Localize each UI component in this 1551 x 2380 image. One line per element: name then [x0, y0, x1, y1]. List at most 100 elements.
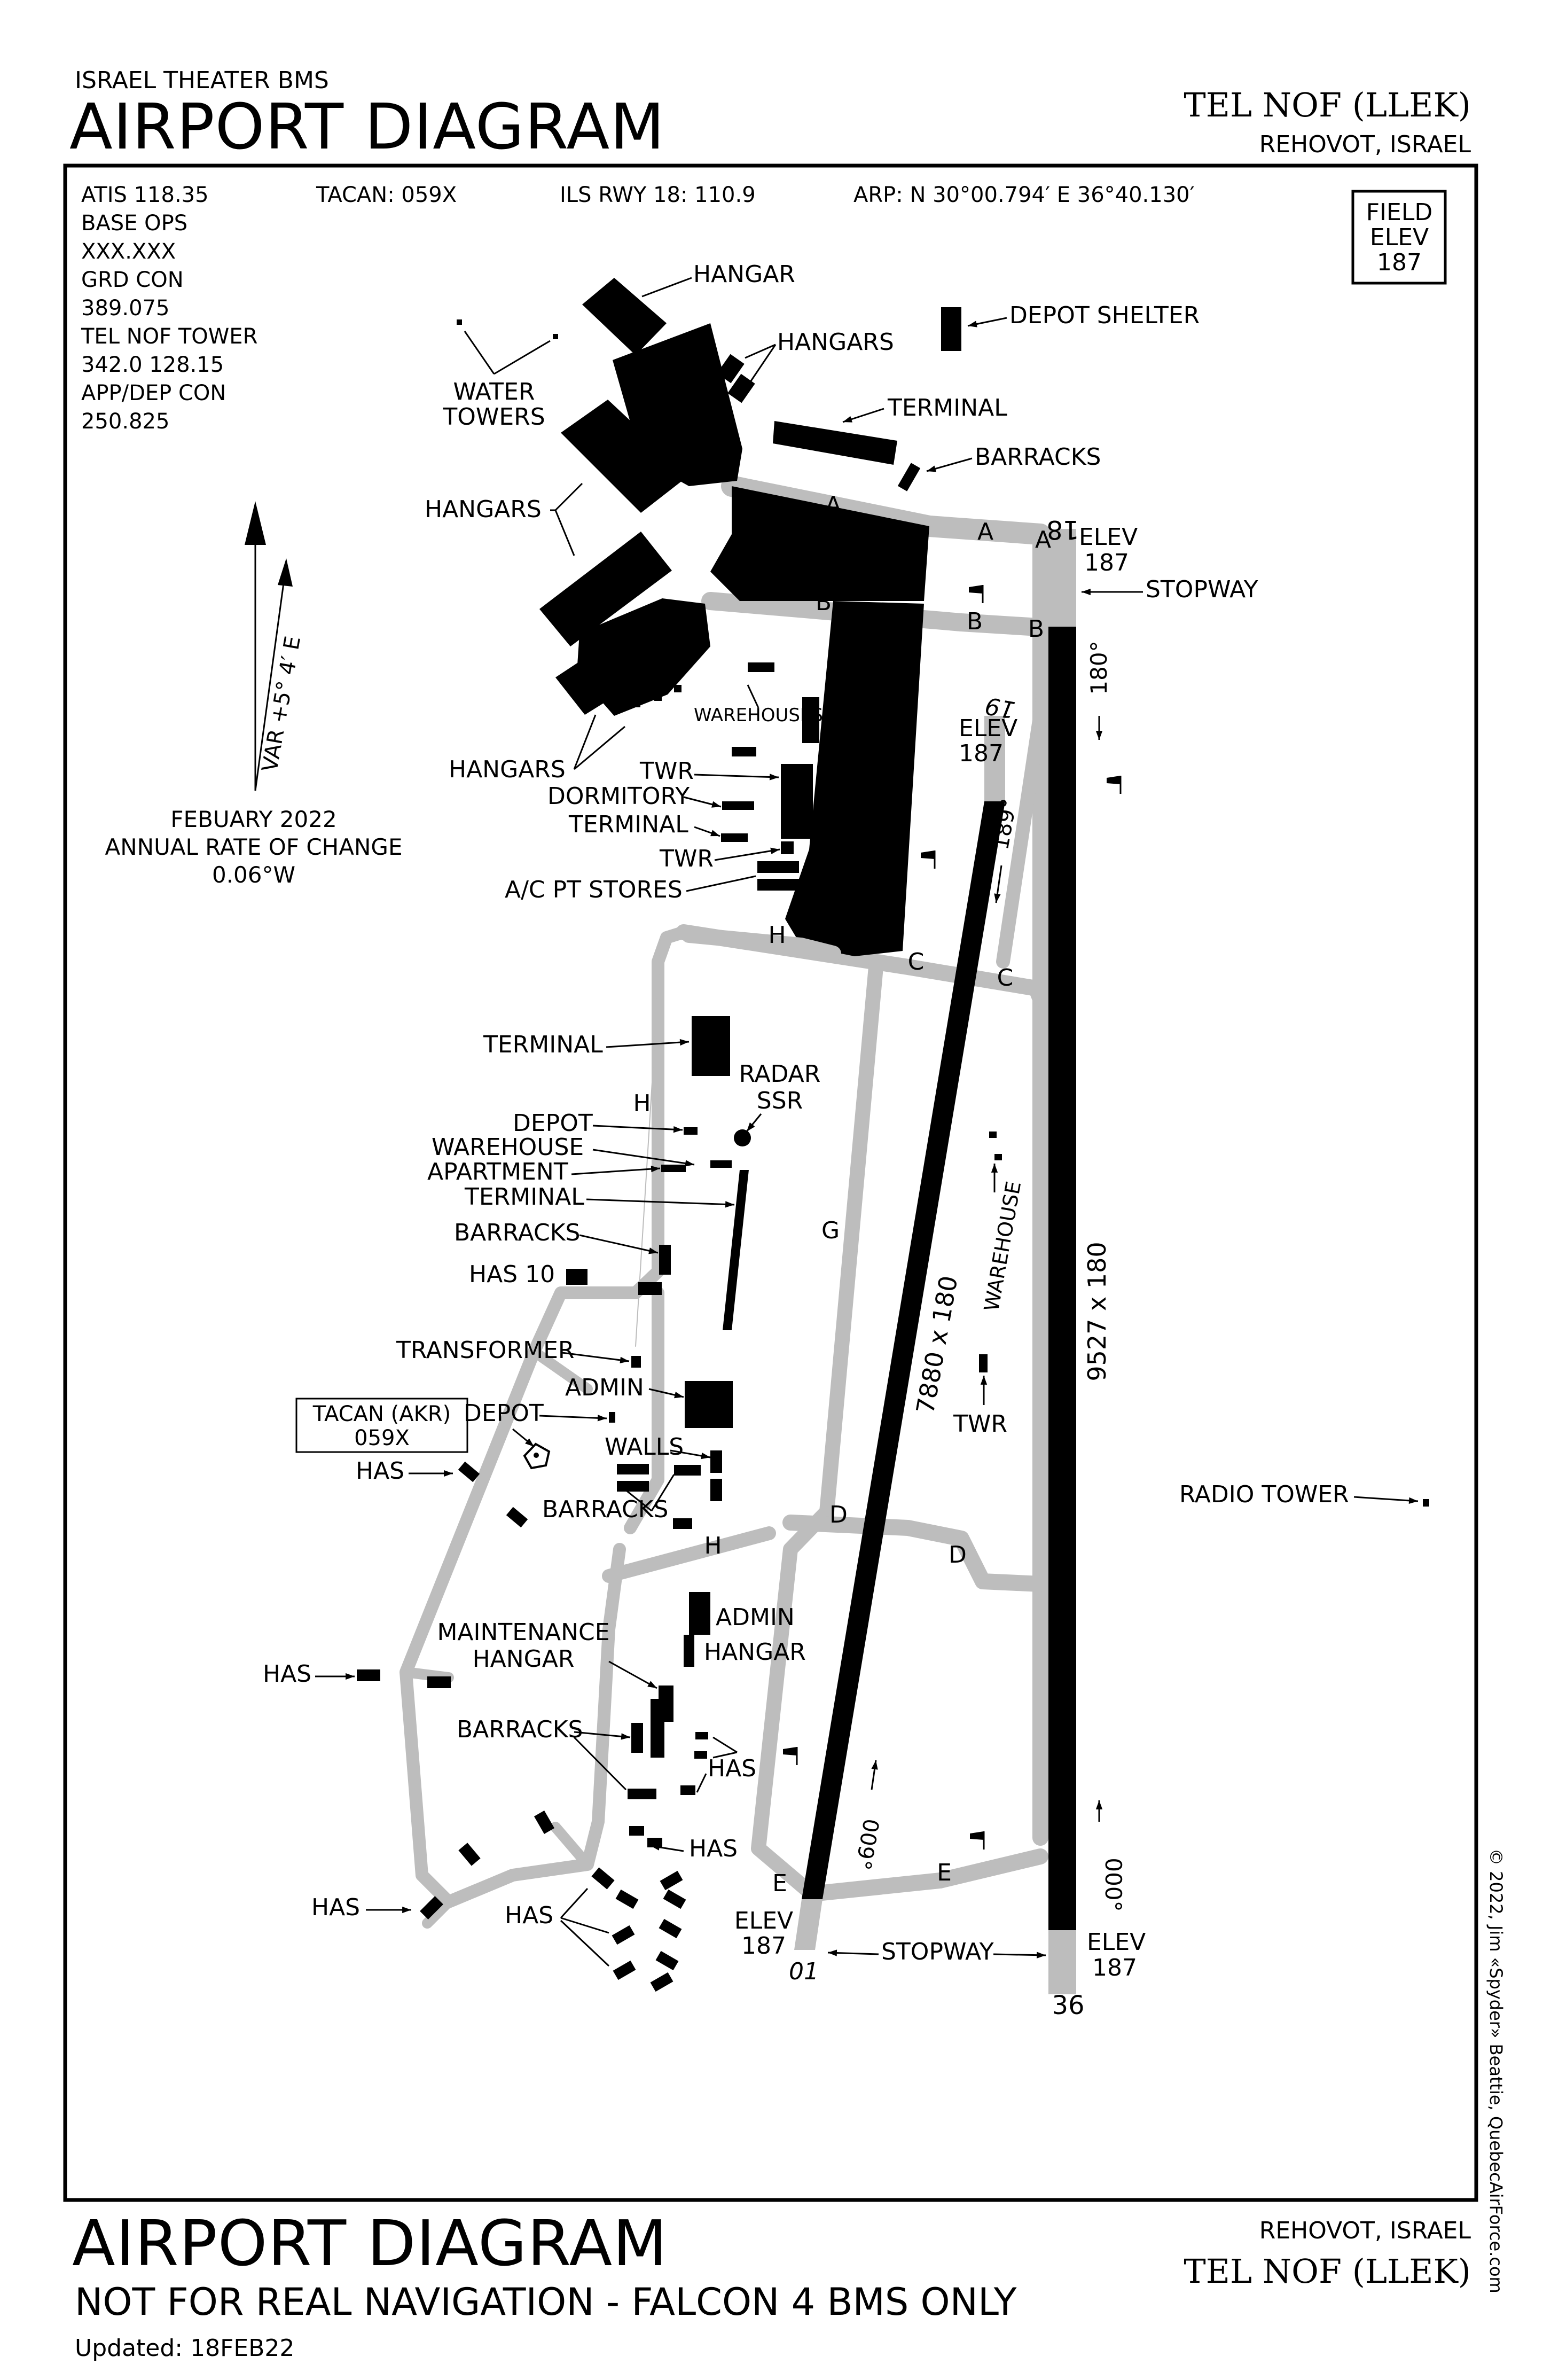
- leader-barracks-south-1: [574, 1731, 631, 1738]
- frequency-line-6: 342.0 128.15: [81, 353, 224, 377]
- label-terminal-main: TERMINAL: [483, 1031, 603, 1058]
- frequency-line-2: XXX.XXX: [81, 239, 176, 264]
- leader-water-tower-2: [494, 340, 551, 375]
- compass-date: FEBUARY 2022: [170, 806, 336, 832]
- label-has-4: HAS: [689, 1835, 738, 1862]
- label-water: WATER: [453, 378, 535, 405]
- leader-radar-head: [747, 1122, 755, 1132]
- label-transformer: TRANSFORMER: [396, 1337, 574, 1364]
- warehouse-east-2: [994, 1154, 1002, 1160]
- dormitory: [722, 801, 754, 810]
- leader-radio-tower-head: [1408, 1497, 1418, 1504]
- leader-depot-2: [539, 1415, 607, 1419]
- label-depot-2: DEPOT: [464, 1400, 544, 1427]
- leader-depot-1-head: [673, 1126, 683, 1133]
- label-tacan-akr: TACAN (AKR): [312, 1402, 451, 1426]
- leader-terminal-north-head: [843, 416, 852, 423]
- taxiway-letter-e-11: E: [937, 1859, 952, 1886]
- warehouse-1: [748, 662, 774, 672]
- label-apron-a-letter: A: [863, 767, 880, 795]
- has-w6: [534, 1811, 555, 1834]
- stopway-leader-18-head: [1082, 588, 1091, 596]
- leader-has-6c: [560, 1919, 610, 1967]
- elev-label-18: ELEV: [1079, 524, 1138, 551]
- leader-twr-1-head: [769, 774, 779, 781]
- label-admin-south: ADMIN: [716, 1604, 795, 1631]
- frequency-line-0: ATIS 118.35: [81, 183, 209, 207]
- runway-end-01: 01: [789, 1958, 819, 1985]
- terminal-main: [692, 1016, 730, 1076]
- leader-terminal-long-head: [725, 1201, 734, 1208]
- barracks-south-1: [631, 1723, 643, 1753]
- tacan-info: TACAN: 059X: [316, 183, 457, 207]
- barracks-6: [673, 1518, 692, 1529]
- has-w5: [458, 1843, 481, 1866]
- leader-hangars-ne-2: [747, 344, 777, 386]
- leader-water-tower-1: [464, 331, 495, 374]
- label-apron-c: APRON: [635, 391, 722, 420]
- label-barracks-walls: BARRACKS: [542, 1496, 668, 1523]
- copyright: © 2022, Jim «Spyder» Beattie, QuebecAirF…: [1486, 1848, 1506, 2293]
- leader-has-3a: [712, 1736, 738, 1753]
- label-walls: WALLS: [605, 1433, 684, 1461]
- taxiway-letter-a-2: A: [1035, 526, 1051, 553]
- frequency-line-8: 250.825: [81, 409, 169, 434]
- label-apron-b: APRON: [602, 618, 688, 647]
- runway-18-36-dims: 9527 x 180: [1083, 1242, 1111, 1381]
- taxiway-letter-h-13: H: [768, 922, 786, 949]
- label-ac-pt-stores: A/C PT STORES: [505, 876, 683, 903]
- terminal-north: [773, 421, 897, 465]
- leader-barracks-south-2: [573, 1736, 627, 1791]
- label-hangar-a: HANGAR: [740, 557, 842, 584]
- runway-01-heading-arrow-head: [871, 1760, 878, 1770]
- label-admin: ADMIN: [565, 1374, 644, 1401]
- transformer: [631, 1356, 641, 1368]
- taxiway-letter-e-10: E: [772, 1870, 787, 1897]
- label-radio-tower: RADIO TOWER: [1179, 1481, 1349, 1508]
- footer-updated: Updated: 18FEB22: [75, 2335, 295, 2362]
- label-hangars-ne: HANGARS: [777, 329, 894, 356]
- depot-shelter: [941, 307, 961, 351]
- runway-end-36: 36: [1052, 1991, 1084, 2020]
- label-terminal-long: TERMINAL: [464, 1183, 584, 1211]
- elev-label-36: ELEV: [1087, 1929, 1146, 1956]
- field-elev-line-2: 187: [1377, 249, 1422, 276]
- apron-b-pad-2: [654, 693, 662, 701]
- leader-apartment-head: [651, 1165, 660, 1173]
- elev-value-36: 187: [1092, 1954, 1137, 1981]
- has-w7: [420, 1896, 443, 1919]
- leader-twr-east-head: [980, 1376, 988, 1385]
- label-barracks-mid: BARRACKS: [454, 1219, 580, 1246]
- taxiway-letter-b-3: B: [816, 589, 832, 616]
- runway-19-heading-arrow-head: [994, 893, 1001, 903]
- label-terminal-north: TERMINAL: [887, 394, 1007, 422]
- hangar-west-2: [539, 532, 672, 646]
- terminal-long: [723, 1170, 749, 1330]
- runway-18-36: [1048, 627, 1076, 1930]
- leader-warehouse-mid: [592, 1149, 695, 1166]
- leader-hangar-a-head: [809, 546, 818, 553]
- has-cluster-0: [615, 1889, 639, 1909]
- frequency-line-7: APP/DEP CON: [81, 381, 226, 405]
- taxiway-d-west: [602, 1526, 776, 1583]
- apron-a-south-edge: [681, 927, 841, 962]
- label-maintenance-hangar: HANGAR: [473, 1645, 575, 1673]
- runway-end-19: 19: [983, 691, 1017, 723]
- barracks-north: [897, 463, 921, 491]
- hangar-west-1: [561, 400, 689, 513]
- leader-has-4-head: [651, 1844, 660, 1851]
- leader-has-3b: [712, 1751, 738, 1759]
- taxiway-h-south: [624, 1286, 664, 1534]
- leader-has-2-head: [346, 1673, 355, 1680]
- elev-label-19: ELEV: [959, 715, 1017, 742]
- apron-a: [785, 601, 924, 956]
- apron-b-pad-0: [612, 705, 619, 713]
- label-towers: TOWERS: [442, 403, 545, 431]
- label-hangars-b: HANGARS: [449, 756, 566, 783]
- field-elev-box: [1351, 190, 1447, 285]
- taxiway-letter-c-6: C: [908, 948, 925, 976]
- runway-end-18: 18: [1046, 514, 1079, 544]
- label-twr-east: TWR: [953, 1410, 1007, 1438]
- leader-has-1-head: [444, 1470, 453, 1477]
- runway-18-stopway: [1048, 529, 1076, 627]
